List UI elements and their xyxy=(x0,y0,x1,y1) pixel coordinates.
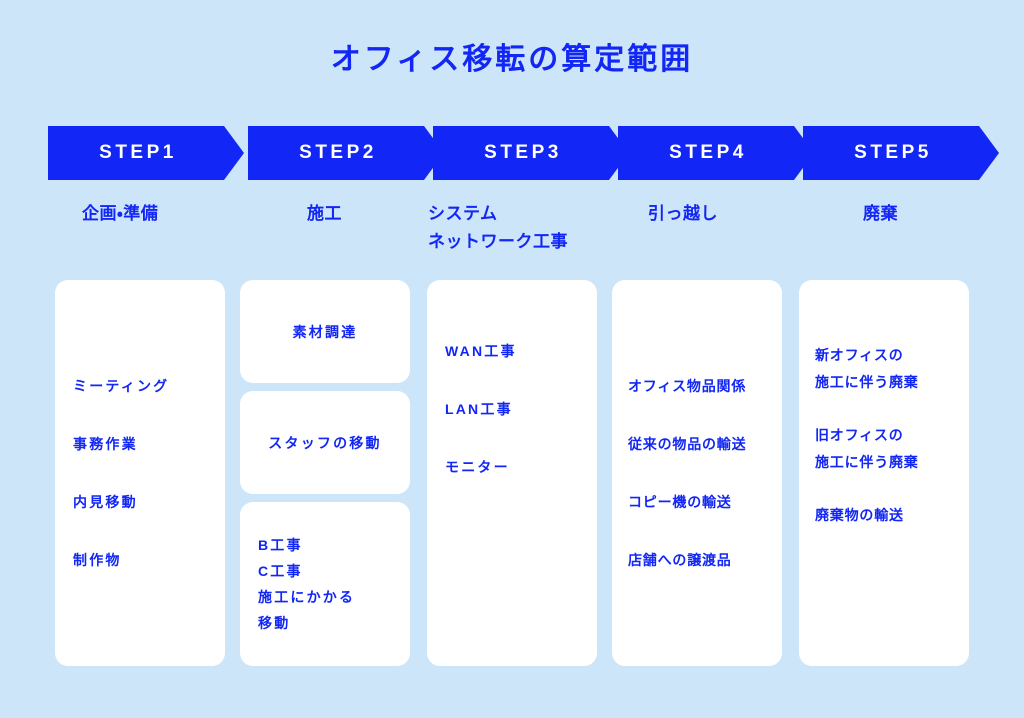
step-arrow-strip: STEP1 STEP2 STEP3 STEP4 STEP5 xyxy=(48,126,984,180)
card-item: コピー機の輸送 xyxy=(628,494,732,510)
step-caption-row: 企画・準備 施工 システム ネットワーク工事 引っ越し 廃棄 xyxy=(48,200,984,262)
card-item: オフィス物品関係 xyxy=(628,378,747,394)
step-arrow-2[interactable]: STEP2 xyxy=(248,126,444,180)
step-caption-2: 施工 xyxy=(307,204,342,223)
step-caption-3: システム ネットワーク工事 xyxy=(428,204,568,251)
card-column-step1: ミーティング 事務作業 内見移動 制作物 xyxy=(55,280,225,666)
step-arrow-label: STEP5 xyxy=(854,142,932,163)
card-item: B工事 C工事 施工にかかる 移動 xyxy=(258,537,356,631)
card-item: 新オフィスの 施工に伴う廃棄 xyxy=(815,347,919,390)
step-arrow-label: STEP4 xyxy=(669,142,747,163)
page-title: オフィス移転の算定範囲 xyxy=(330,43,694,76)
card[interactable]: ミーティング 事務作業 内見移動 制作物 xyxy=(55,280,225,666)
step-caption-4: 引っ越し xyxy=(648,204,718,223)
card-column-step2: 素材調達 スタッフの移動 B工事 C工事 施工にかかる 移動 xyxy=(240,280,410,666)
card-item: 事務作業 xyxy=(73,436,138,452)
step-arrow-4[interactable]: STEP4 xyxy=(618,126,814,180)
step-arrow-3[interactable]: STEP3 xyxy=(433,126,629,180)
card-item: 旧オフィスの 施工に伴う廃棄 xyxy=(815,427,919,470)
card[interactable]: 素材調達 xyxy=(240,280,410,383)
card-column-step5: 新オフィスの 施工に伴う廃棄 旧オフィスの 施工に伴う廃棄 廃棄物の輸送 xyxy=(799,280,969,666)
card-item: 従来の物品の輸送 xyxy=(628,436,747,452)
step-caption-5: 廃棄 xyxy=(863,204,898,223)
step-arrow-label: STEP2 xyxy=(299,142,377,163)
card[interactable]: B工事 C工事 施工にかかる 移動 xyxy=(240,502,410,666)
card[interactable]: オフィス物品関係 従来の物品の輸送 コピー機の輸送 店舗への譲渡品 xyxy=(612,280,782,666)
step-arrow-5[interactable]: STEP5 xyxy=(803,126,999,180)
card-item: LAN工事 xyxy=(445,401,513,417)
card-item: 廃棄物の輸送 xyxy=(815,507,904,523)
card-item: 素材調達 xyxy=(292,323,358,340)
step-arrow-label: STEP1 xyxy=(99,142,177,163)
card[interactable]: スタッフの移動 xyxy=(240,391,410,494)
card-item: WAN工事 xyxy=(445,343,517,359)
card-columns: ミーティング 事務作業 内見移動 制作物 素材調達 スタッフの移動 B工事 C工… xyxy=(48,280,984,666)
card-item: モニター xyxy=(445,459,510,475)
card[interactable]: WAN工事 LAN工事 モニター xyxy=(427,280,597,666)
step-caption-1: 企画・準備 xyxy=(82,204,159,223)
card[interactable]: 新オフィスの 施工に伴う廃棄 旧オフィスの 施工に伴う廃棄 廃棄物の輸送 xyxy=(799,280,969,666)
card-item: 内見移動 xyxy=(73,494,138,510)
step-arrow-1[interactable]: STEP1 xyxy=(48,126,244,180)
card-item: ミーティング xyxy=(73,378,170,394)
card-item: 店舗への譲渡品 xyxy=(628,552,732,568)
card-item: スタッフの移動 xyxy=(268,434,382,451)
card-column-step3: WAN工事 LAN工事 モニター xyxy=(427,280,597,666)
card-column-step4: オフィス物品関係 従来の物品の輸送 コピー機の輸送 店舗への譲渡品 xyxy=(612,280,782,666)
card-item: 制作物 xyxy=(73,552,122,568)
step-arrow-label: STEP3 xyxy=(484,142,562,163)
